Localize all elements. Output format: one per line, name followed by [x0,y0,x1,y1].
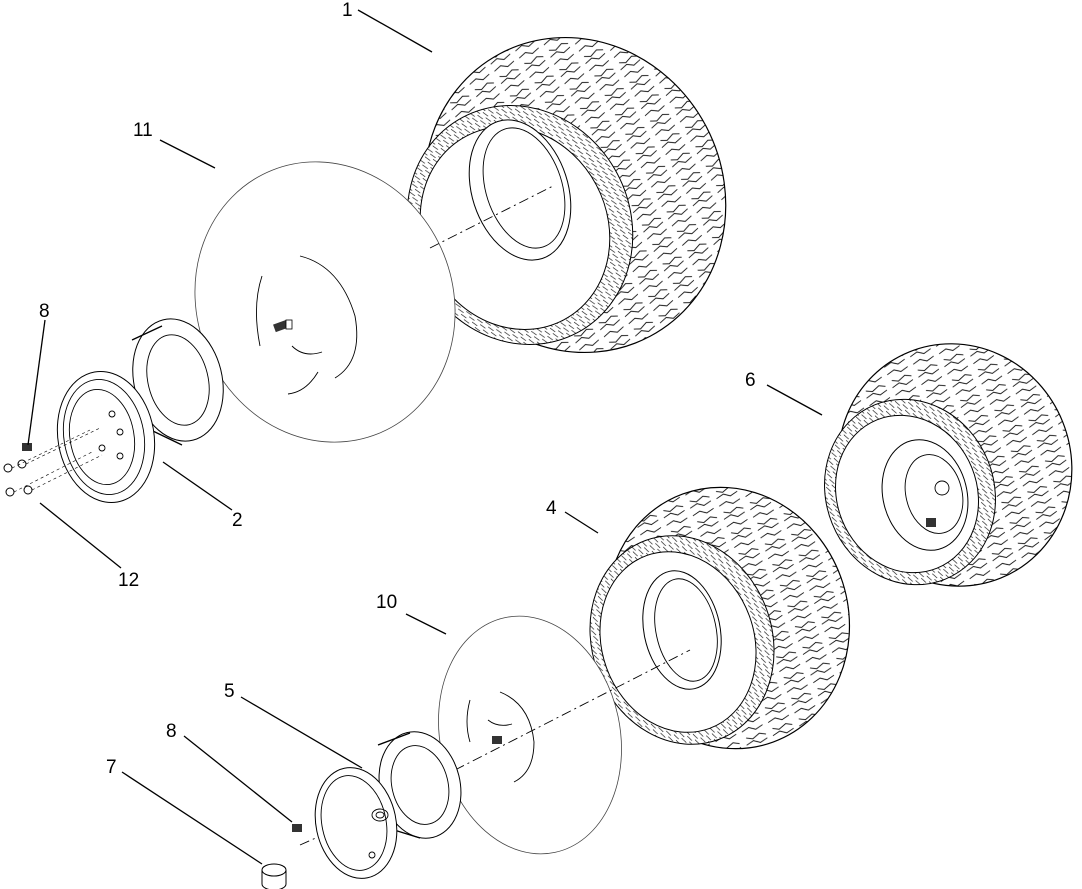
wheel-rim-5 [314,731,462,879]
leader-lines [27,9,823,865]
tire-1 [406,36,727,354]
callout-11: 11 [133,120,153,141]
callout-8-upper: 8 [39,301,50,322]
callout-2: 2 [232,510,243,531]
tire-6 [824,343,1073,587]
axis-line-lower [454,649,691,771]
valve-stem-8-upper [22,443,32,451]
wheel-rim-2 [56,318,224,504]
callout-12: 12 [118,570,139,591]
bushing-7 [261,863,287,889]
callout-4: 4 [546,498,557,519]
valve-stem-8-lower [292,824,302,832]
callout-8-lower: 8 [166,721,177,742]
tire-4 [589,486,851,750]
callout-6: 6 [745,370,756,391]
lug-nuts-12 [3,427,103,497]
callout-10: 10 [376,592,397,613]
inner-tube-11 [194,161,456,443]
callout-5: 5 [224,681,235,702]
callout-7: 7 [106,757,117,778]
callout-1: 1 [342,0,353,21]
axis-line-upper [429,184,556,249]
